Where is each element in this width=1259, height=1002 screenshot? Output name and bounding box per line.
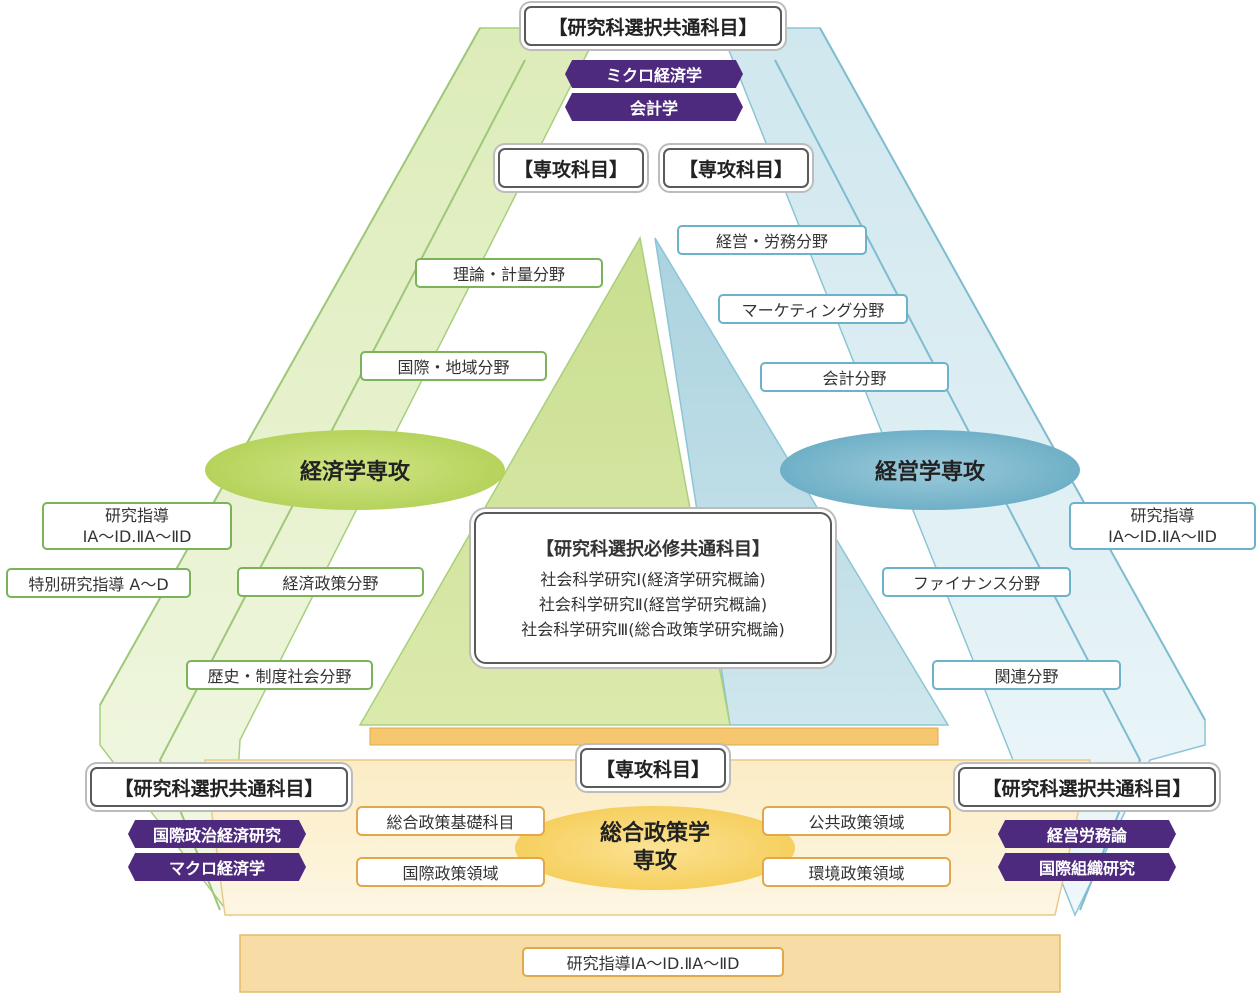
- economics-research-guidance: 研究指導 ⅠA～ⅠD.ⅡA～ⅡD: [42, 502, 232, 550]
- economics-major-header: 【専攻科目】: [498, 148, 644, 188]
- management-field-hr: 経営・労務分野: [677, 225, 867, 255]
- central-title: 【研究科選択必修共通科目】: [536, 538, 770, 560]
- management-research-guidance-line2: ⅠA～ⅠD.ⅡA～ⅡD: [1108, 527, 1217, 546]
- common-left-item-2: マクロ経済学: [128, 853, 306, 881]
- economics-research-guidance-line2: ⅠA～ⅠD.ⅡA～ⅡD: [82, 527, 192, 546]
- management-title: 経営学専攻: [874, 460, 985, 485]
- common-left-header: 【研究科選択共通科目】: [90, 767, 348, 807]
- common-right-header: 【研究科選択共通科目】: [958, 767, 1216, 807]
- management-research-guidance-line1: 研究指導: [1130, 506, 1195, 525]
- economics-ellipse: [205, 430, 505, 510]
- central-line-1: 社会科学研究Ⅰ(経済学研究概論): [540, 569, 766, 589]
- policy-field-international: 国際政策領域: [356, 857, 545, 887]
- economics-special-guidance: 特別研究指導 A～D: [6, 568, 191, 598]
- economics-field-history: 歴史・制度社会分野: [186, 660, 373, 690]
- management-ellipse: [780, 430, 1080, 510]
- common-top-item-1: ミクロ経済学: [565, 60, 743, 88]
- common-right-item-1: 経営労務論: [998, 820, 1176, 848]
- management-research-guidance: 研究指導 ⅠA～ⅠD.ⅡA～ⅡD: [1069, 502, 1256, 550]
- economics-field-international: 国際・地域分野: [360, 351, 547, 381]
- common-top-header: 【研究科選択共通科目】: [524, 6, 782, 46]
- common-top-item-2: 会計学: [565, 93, 743, 121]
- management-field-finance: ファイナンス分野: [882, 567, 1071, 597]
- right-outline: [819, 27, 1206, 721]
- management-field-related: 関連分野: [932, 660, 1121, 690]
- triangle-base: [369, 727, 939, 746]
- policy-research-guidance: 研究指導ⅠA～ⅠD.ⅡA～ⅡD: [522, 947, 784, 977]
- management-major-header: 【専攻科目】: [663, 148, 809, 188]
- policy-title: 総合政策学 専攻: [575, 818, 735, 878]
- common-left-item-1: 国際政治経済研究: [128, 820, 306, 848]
- management-field-marketing: マーケティング分野: [718, 294, 908, 324]
- management-field-accounting: 会計分野: [760, 362, 949, 392]
- policy-field-public: 公共政策領域: [762, 806, 951, 836]
- policy-ellipse: [515, 806, 795, 890]
- central-required-box: 【研究科選択必修共通科目】 社会科学研究Ⅰ(経済学研究概論) 社会科学研究Ⅱ(経…: [474, 512, 832, 664]
- policy-field-basic: 総合政策基礎科目: [356, 806, 545, 836]
- economics-field-theory: 理論・計量分野: [415, 258, 603, 288]
- economics-title: 経済学専攻: [299, 460, 410, 485]
- policy-title-line2: 専攻: [632, 849, 677, 874]
- economics-research-guidance-line1: 研究指導: [104, 506, 169, 525]
- common-right-item-2: 国際組織研究: [998, 853, 1176, 881]
- policy-field-environment: 環境政策領域: [762, 857, 951, 887]
- policy-title-line1: 総合政策学: [599, 821, 710, 846]
- central-line-3: 社会科学研究Ⅲ(総合政策学研究概論): [521, 619, 785, 639]
- policy-major-header: 【専攻科目】: [580, 748, 726, 788]
- economics-field-policy: 経済政策分野: [237, 567, 424, 597]
- central-line-2: 社会科学研究Ⅱ(経営学研究概論): [538, 594, 768, 614]
